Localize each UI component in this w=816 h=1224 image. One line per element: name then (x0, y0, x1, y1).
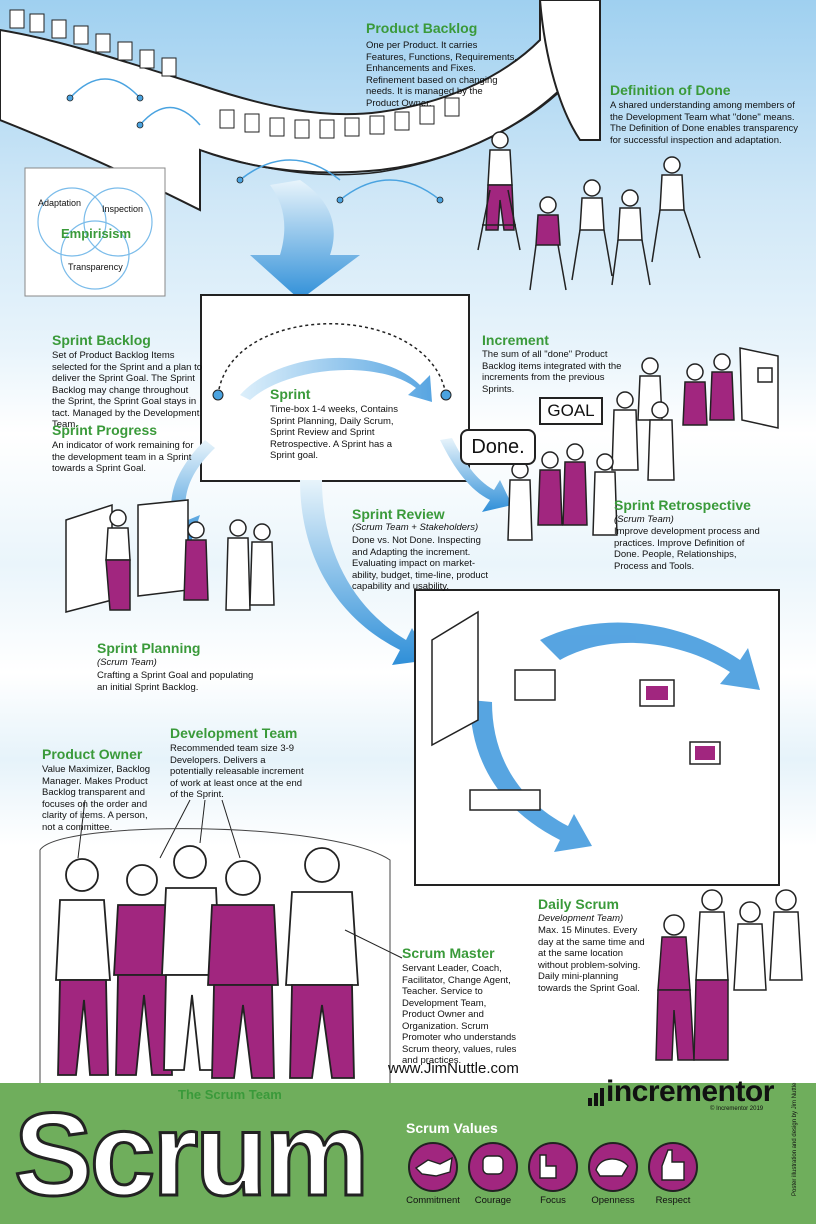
sprint-progress-text: An indicator of work remaining for the d… (52, 440, 194, 474)
thumbs-up-icon (648, 1142, 698, 1192)
increment-text: The sum of all "done" Product Backlog it… (482, 349, 622, 395)
venn-title: Empirisism (61, 226, 132, 241)
scrum-title: Scrum (12, 1089, 370, 1221)
sprint-text: Time-box 1-4 weeks, Contains Sprint Plan… (270, 404, 398, 461)
sprint-review-text: Done vs. Not Done. Inspecting and Adapti… (352, 535, 489, 592)
sprint-retrospective-sub: (Scrum Team) (614, 514, 674, 525)
value-respect: Respect (655, 1195, 691, 1206)
sprint-progress-title: Sprint Progress (52, 422, 158, 438)
planning-figures (65, 499, 275, 613)
logo-bars-icon (588, 1088, 604, 1106)
handshake-icon (408, 1142, 458, 1192)
definition-of-done-text: A shared understanding among members of … (610, 100, 799, 146)
daily-scrum-title: Daily Scrum (538, 896, 619, 912)
copyright-text: © Incrementor 2019 (710, 1106, 764, 1112)
fist-icon (468, 1142, 518, 1192)
product-owner-title: Product Owner (42, 746, 143, 762)
definition-of-done-title: Definition of Done (610, 82, 731, 98)
sprint-retrospective-title: Sprint Retrospective (614, 497, 751, 513)
value-courage: Courage (474, 1195, 512, 1206)
sprint-title: Sprint (270, 386, 311, 402)
value-focus: Focus (540, 1195, 566, 1206)
open-hand-icon (588, 1142, 638, 1192)
daily-scrum-figures (655, 889, 803, 1061)
product-backlog-text: One per Product. It carries Features, Fu… (366, 40, 518, 109)
sprint-backlog-text: Set of Product Backlog Items selected fo… (52, 350, 202, 430)
incrementor-logo: incrementor (606, 1075, 774, 1108)
daily-scrum-sub: Development Team) (538, 913, 624, 924)
review-retro-figures (507, 347, 779, 541)
scrum-team-label: The Scrum Team (178, 1087, 282, 1102)
credit-text: Poster illustration and design by Jim Nu… (792, 1082, 798, 1196)
development-team-text: Recommended team size 3-9 Developers. De… (170, 743, 304, 800)
scrum-values-title: Scrum Values (406, 1120, 498, 1136)
goal-sign: GOAL (539, 397, 603, 425)
venn-transparency-label: Transparency (68, 262, 123, 272)
sprint-retrospective-text: Improve development process and practice… (614, 526, 760, 572)
sprint-planning-title: Sprint Planning (97, 640, 201, 656)
scrum-master-text: Servant Leader, Coach, Facilitator, Chan… (402, 963, 517, 1066)
increment-title: Increment (482, 332, 549, 348)
value-openness: Openness (591, 1195, 635, 1206)
product-backlog-title: Product Backlog (366, 20, 478, 36)
venn-adaptation-label: Adaptation (38, 198, 82, 208)
dod-figures (477, 131, 701, 291)
sprint-planning-text: Crafting a Sprint Goal and populating an… (97, 670, 254, 693)
sprint-to-review-arrow (440, 438, 512, 512)
backlog-to-sprint-arrow (250, 180, 360, 300)
daily-scrum-text: Max. 15 Minutes. Every day at the same t… (538, 925, 645, 994)
website-url[interactable]: www.JimNuttle.com (388, 1060, 519, 1077)
sprint-review-title: Sprint Review (352, 506, 445, 522)
sprint-planning-sub: (Scrum Team) (97, 657, 157, 668)
sprint-backlog-title: Sprint Backlog (52, 332, 151, 348)
done-sign: Done. (460, 429, 536, 465)
venn-inspection-label: Inspection (102, 204, 144, 214)
scrum-master-title: Scrum Master (402, 945, 495, 961)
scrum-team-figures (55, 799, 403, 1079)
pointing-hand-icon (528, 1142, 578, 1192)
product-owner-text: Value Maximizer, Backlog Manager. Makes … (42, 764, 151, 833)
backlog-ribbon (0, 0, 601, 212)
value-commitment: Commitment (406, 1195, 460, 1206)
empiricism-venn (24, 167, 166, 297)
development-team-title: Development Team (170, 725, 298, 741)
sprint-review-sub: (Scrum Team + Stakeholders) (352, 522, 479, 533)
